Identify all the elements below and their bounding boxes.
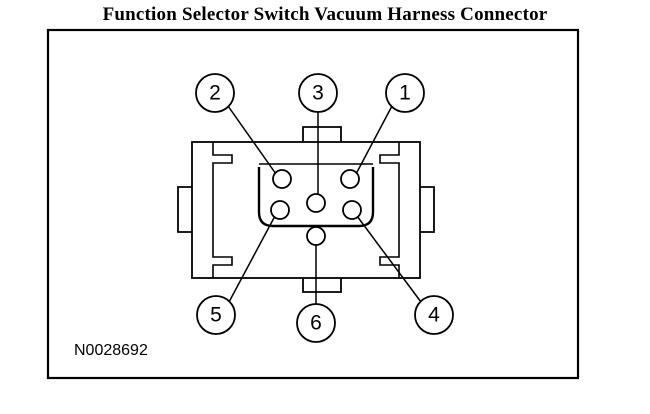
callout-label-2: 2 [209, 82, 221, 105]
connector-bottom-tab [302, 278, 342, 293]
callout-label-4: 4 [428, 304, 440, 327]
part-number-label: N0028692 [74, 342, 148, 359]
connector-inner-right-rail [379, 142, 400, 278]
callout-circle-1 [385, 73, 425, 113]
callout-circle-2 [195, 73, 235, 113]
callout-circle-3 [298, 73, 338, 113]
pin-hole-6 [306, 226, 326, 246]
pin-hole-3 [306, 193, 326, 213]
callout-circle-4 [414, 295, 454, 335]
connector-right-tab [420, 186, 435, 233]
callout-circle-5 [196, 295, 236, 335]
leader-line-5 [228, 215, 276, 303]
callout-bubbles: 2 3 1 5 6 4 [195, 73, 454, 343]
callout-4[interactable]: 4 [414, 295, 454, 335]
connector-left-tab [177, 186, 192, 233]
pin-hole-5 [270, 200, 290, 220]
callout-3[interactable]: 3 [298, 73, 338, 113]
connector-pin-cavity-bracket [257, 167, 375, 228]
callout-circle-6 [296, 303, 336, 343]
leader-lines [227, 105, 422, 304]
connector-body [177, 126, 435, 293]
diagram-frame [46, 28, 580, 380]
callout-1[interactable]: 1 [385, 73, 425, 113]
leader-line-4 [356, 215, 422, 303]
pin-holes [270, 169, 362, 246]
callout-label-5: 5 [210, 304, 222, 327]
pin-hole-4 [342, 200, 362, 220]
callout-label-6: 6 [310, 312, 322, 335]
pin-hole-2 [272, 169, 292, 189]
callout-label-3: 3 [312, 82, 324, 105]
callout-2[interactable]: 2 [195, 73, 235, 113]
callout-5[interactable]: 5 [196, 295, 236, 335]
connector-outer-shell [191, 141, 421, 279]
pin-hole-1 [340, 169, 360, 189]
callout-label-1: 1 [399, 82, 411, 105]
connector-inner-left-rail [212, 142, 233, 278]
connector-top-tab [302, 126, 342, 142]
leader-line-1 [355, 105, 393, 175]
callout-6[interactable]: 6 [296, 303, 336, 343]
leader-line-2 [227, 105, 277, 175]
page-title: Function Selector Switch Vacuum Harness … [102, 4, 548, 25]
